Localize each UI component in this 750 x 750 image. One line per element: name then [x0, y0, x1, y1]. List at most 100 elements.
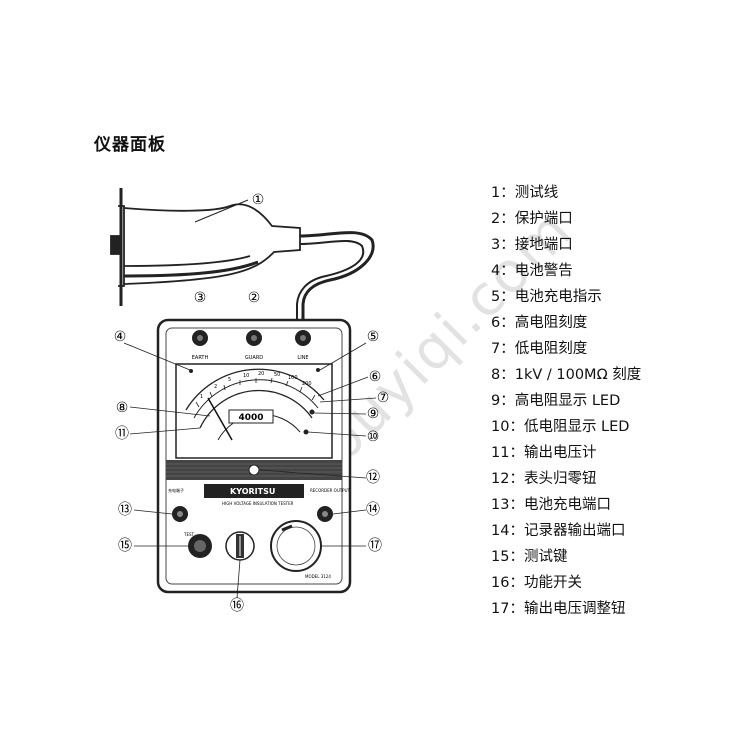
legend-number: 15 [491, 549, 510, 565]
zero-adjust-knob [248, 464, 260, 476]
legend-separator: ： [500, 315, 515, 331]
digital-display-value: 4000 [238, 413, 263, 423]
low-resistance-led [303, 429, 309, 435]
legend-item-4: 4：电池警告 [491, 260, 641, 286]
legend-item-6: 6：高电阻刻度 [491, 312, 641, 338]
legend-text: 低电阻显示 LED [523, 419, 630, 435]
battery-charge-indicator [316, 368, 320, 372]
legend-text: 高电阻显示 LED [514, 393, 621, 409]
callout-7: ⑦ [377, 390, 390, 406]
callout-17: ⑰ [368, 538, 382, 554]
svg-text:GUARD: GUARD [245, 355, 263, 361]
test-key: TEST [183, 532, 212, 558]
legend-separator: ： [500, 185, 515, 201]
legend-text: 电池警告 [514, 263, 573, 279]
callout-12: ⑫ [366, 470, 380, 486]
scale-number: 5 [228, 377, 231, 383]
legend-item-7: 7：低电阻刻度 [491, 338, 641, 364]
callout-16: ⑯ [230, 598, 244, 614]
meter-window: 1 2 5 10 20 50 100 200 4000 [175, 363, 333, 459]
brand-subtitle: HIGH VOLTAGE INSULATION TESTER [222, 501, 294, 506]
legend-text: 保护端口 [514, 211, 573, 227]
page-title: 仪器面板 [94, 135, 166, 155]
svg-text:充电端子: 充电端子 [168, 487, 184, 493]
legend-text: 输出电压计 [523, 445, 597, 461]
legend-item-5: 5：电池充电指示 [491, 286, 641, 312]
legend-item-9: 9：高电阻显示 LED [491, 390, 641, 416]
scale-number: 200 [302, 381, 312, 387]
callout-14: ⑭ [366, 502, 380, 518]
legend-separator: ： [500, 263, 515, 279]
legend-number: 14 [491, 523, 510, 539]
legend-number: 2 [491, 211, 501, 227]
legend-item-3: 3：接地端口 [491, 234, 641, 260]
legend-number: 9 [491, 393, 501, 409]
callout-2: ② [248, 290, 261, 306]
legend-item-15: 15：测试键 [491, 546, 641, 572]
legend-separator: ： [509, 497, 524, 513]
legend-separator: ： [500, 393, 515, 409]
scale-number: 20 [258, 371, 264, 377]
legend-number: 16 [491, 575, 510, 591]
legend-item-1: 1：测试线 [491, 182, 641, 208]
legend-separator: ： [500, 237, 515, 253]
legend-item-16: 16：功能开关 [491, 572, 641, 598]
legend-separator: ： [500, 289, 515, 305]
legend-separator: ： [509, 549, 524, 565]
zero-adjust-band [166, 460, 342, 480]
legend-text: 输出电压调整钮 [523, 601, 626, 617]
model-label: MODEL 3124 [305, 574, 331, 579]
legend-text: 电池充电指示 [514, 289, 602, 305]
legend-item-14: 14：记录器输出端口 [491, 520, 641, 546]
legend-text: 高电阻刻度 [514, 315, 588, 331]
legend-number: 13 [491, 497, 510, 513]
legend-number: 6 [491, 315, 501, 331]
brand-name: KYORITSU [230, 487, 275, 496]
legend-item-2: 2：保护端口 [491, 208, 641, 234]
legend-text: 记录器输出端口 [523, 523, 626, 539]
callout-4: ④ [114, 329, 127, 345]
terminal-guard: GUARD [245, 330, 263, 361]
legend-number: 11 [491, 445, 510, 461]
battery-charge-port: 充电端子 [168, 487, 188, 522]
terminal-earth: EARTH [192, 330, 209, 361]
legend-separator: ： [509, 445, 524, 461]
legend-text: 功能开关 [523, 575, 582, 591]
legend-text: 测试线 [514, 185, 559, 201]
legend-item-8: 8：1kV / 100MΩ 刻度 [491, 364, 641, 390]
legend-item-11: 11：输出电压计 [491, 442, 641, 468]
legend-item-10: 10：低电阻显示 LED [491, 416, 641, 442]
legend-number: 10 [491, 419, 510, 435]
legend-number: 8 [491, 367, 501, 383]
legend-text: 接地端口 [514, 237, 573, 253]
scale-number: 50 [274, 372, 280, 378]
scale-number: 10 [243, 373, 249, 379]
legend-number: 12 [491, 471, 510, 487]
callout-1: ① [252, 192, 265, 208]
legend-text: 1kV / 100MΩ 刻度 [514, 367, 642, 383]
legend-item-17: 17：输出电压调整钮 [491, 598, 641, 624]
output-voltage-adjust-knob [270, 520, 322, 572]
callout-6: ⑥ [369, 369, 382, 385]
callout-11: ⑪ [115, 426, 129, 442]
scale-number: 100 [288, 375, 298, 381]
legend-number: 17 [491, 601, 510, 617]
callout-15: ⑮ [118, 538, 132, 554]
test-lead-probe [110, 188, 375, 330]
legend-separator: ： [500, 211, 515, 227]
legend-number: 7 [491, 341, 501, 357]
legend-separator: ： [500, 367, 515, 383]
terminal-line: LINE [295, 330, 311, 361]
svg-text:TEST: TEST [183, 532, 195, 537]
svg-text:EARTH: EARTH [192, 355, 209, 361]
legend-text: 电池充电端口 [523, 497, 611, 513]
callout-5: ⑤ [367, 329, 380, 345]
scale-number: 2 [214, 384, 217, 390]
function-switch [225, 531, 255, 561]
callout-numbers: ① ② ③ ④ ⑤ ⑥ ⑦ ⑧ ⑨ ⑩ ⑪ ⑫ ⑬ ⑭ ⑮ ⑯ ⑰ [114, 192, 390, 614]
digital-display [228, 409, 274, 424]
legend-text: 表头归零钮 [523, 471, 597, 487]
legend-number: 4 [491, 263, 501, 279]
